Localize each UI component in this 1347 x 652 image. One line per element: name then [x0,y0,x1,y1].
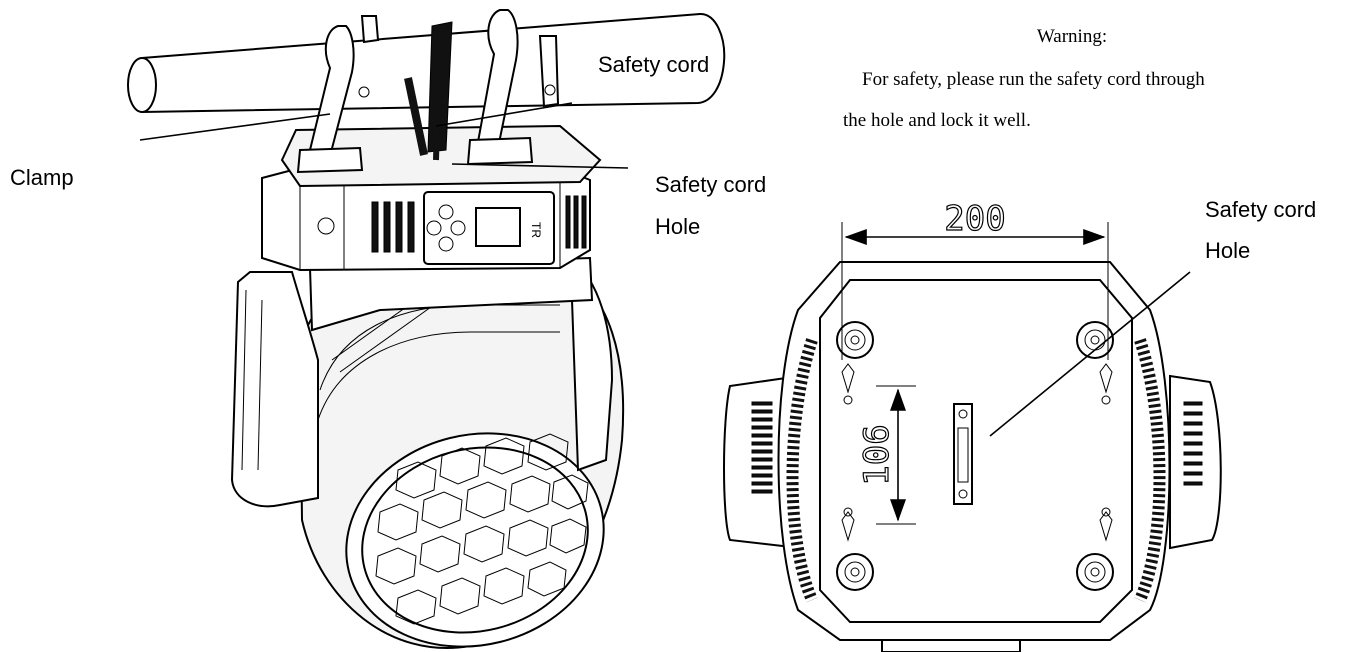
warning-line-2: the hole and lock it well. [843,110,1031,131]
safety-cord-leader-line [435,102,573,127]
mounting-slots [841,363,1113,542]
warning-note: Warning: For safety, please run the safe… [843,26,1205,131]
clamp-label: Clamp [10,165,74,190]
clamp-right [466,9,560,166]
clamp-leader-line [139,113,331,141]
safety-cord-hole-leader-line [451,163,629,169]
safety-cord-label: Safety cord [598,52,709,77]
warning-title: Warning: [1037,26,1107,47]
clamp-left [296,15,380,174]
base-plate [819,279,1133,623]
safety-cord-hole [953,403,973,505]
base-top-view [723,261,1222,652]
yoke-arms [230,255,614,508]
dimension-height-value: 106 [857,424,897,485]
lcd-display [475,207,521,247]
dimension-width: 200 [841,198,1109,360]
top-view-hole-label-line1: Safety cord [1205,197,1316,222]
safety-cord-hole-label-line2: Hole [655,214,700,239]
dimension-width-value: 200 [944,199,1005,239]
top-view-hole-leader-line [989,271,1191,437]
safety-cord-hole-label-line1: Safety cord [655,172,766,197]
moving-head-side-view: TR [127,9,726,649]
dimension-height: 106 [856,385,916,525]
honeycomb-lens [345,432,605,648]
rubber-feet [836,321,1114,591]
device-mark: TR [529,222,543,238]
safety-cord [404,21,453,161]
top-view-hole-label-line2: Hole [1205,238,1250,263]
warning-line-1: For safety, please run the safety cord t… [862,69,1205,90]
